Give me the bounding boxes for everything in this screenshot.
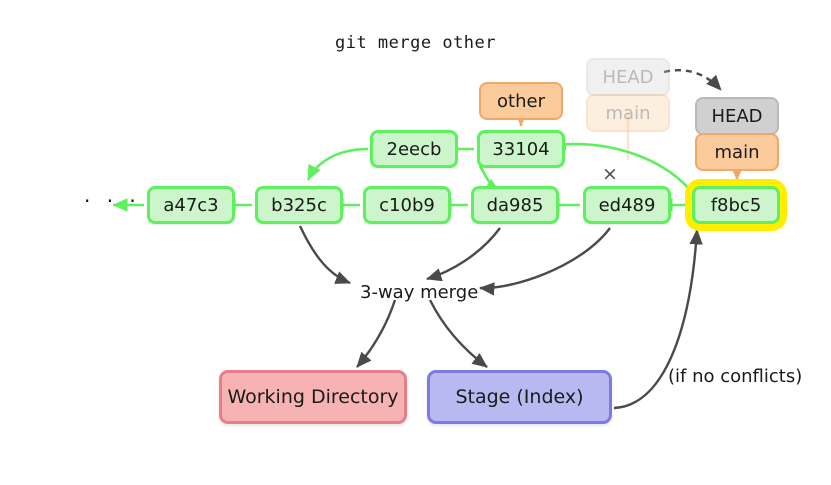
- merge-parent-arrow: [550, 136, 691, 191]
- three-way-merge-label: 3-way merge: [360, 282, 479, 303]
- commit-node[interactable]: 33104: [477, 130, 565, 168]
- detached-x-mark: ×: [602, 163, 618, 185]
- commit-node[interactable]: a47c3: [147, 186, 235, 224]
- branch-label-other[interactable]: other: [479, 82, 563, 120]
- commit-node[interactable]: b325c: [255, 186, 343, 224]
- branch-label-main-ghost: main: [586, 94, 670, 132]
- merge-input-arrows: [298, 225, 611, 296]
- working-directory-box[interactable]: Working Directory: [219, 370, 407, 424]
- no-conflicts-note: (if no conflicts): [668, 366, 803, 387]
- commit-node[interactable]: ed489: [583, 186, 671, 224]
- page-title: git merge other: [334, 33, 497, 53]
- commit-node-head[interactable]: f8bc5: [692, 186, 780, 224]
- head-move-arrow: [663, 69, 722, 91]
- head-label-ghost: HEAD: [586, 58, 670, 96]
- head-label[interactable]: HEAD: [695, 97, 779, 135]
- commit-node[interactable]: da985: [471, 186, 559, 224]
- merge-output-arrows: [356, 299, 488, 368]
- history-ellipsis: · · ·: [84, 189, 141, 213]
- commit-node[interactable]: c10b9: [363, 186, 451, 224]
- stage-index-box[interactable]: Stage (Index): [427, 370, 612, 424]
- branch-label-main[interactable]: main: [695, 133, 779, 171]
- commit-node[interactable]: 2eecb: [370, 130, 458, 168]
